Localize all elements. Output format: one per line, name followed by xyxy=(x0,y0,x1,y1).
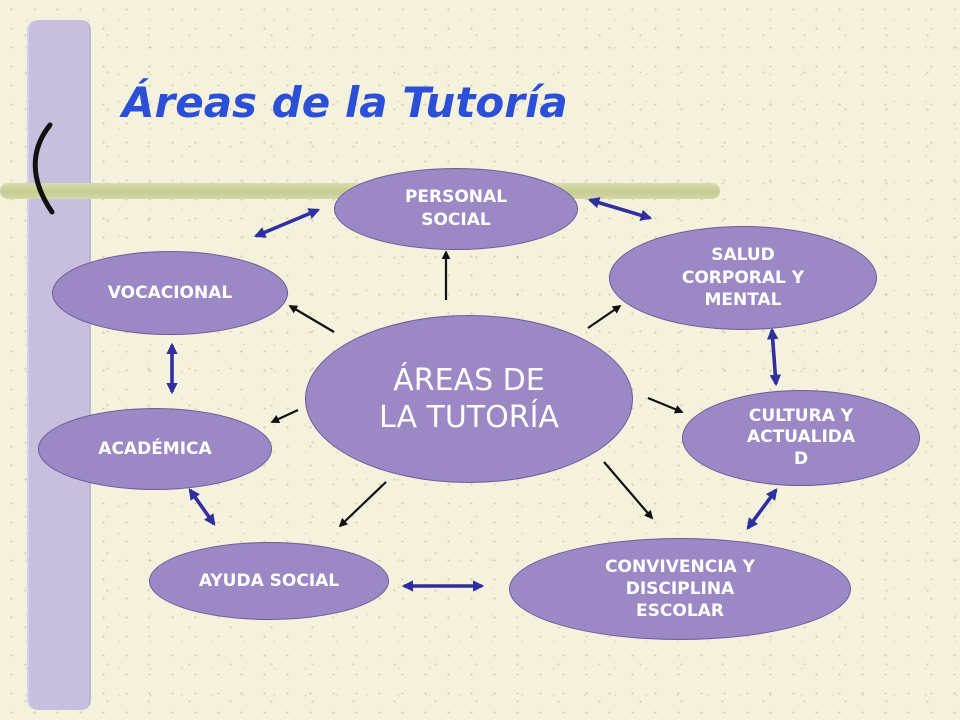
node-salud-corporal-mental: SALUD CORPORAL Y MENTAL xyxy=(609,226,877,330)
arrow-center-to-cultura xyxy=(647,396,684,414)
node-personal-social-label: PERSONAL SOCIAL xyxy=(404,187,508,230)
arrow-center-to-convivencia xyxy=(603,461,654,520)
arrow-salud-cultura xyxy=(766,327,782,387)
node-personal-social: PERSONAL SOCIAL xyxy=(334,168,578,250)
arrow-academica-ayuda xyxy=(188,488,216,526)
left-decor-bar xyxy=(27,20,91,710)
node-cultura-label: CULTURA Y ACTUALIDA D xyxy=(746,406,856,469)
node-ayuda-social: AYUDA SOCIAL xyxy=(149,542,389,620)
node-academica-label: ACADÉMICA xyxy=(98,438,212,459)
node-convivencia-disciplina: CONVIVENCIA Y DISCIPLINA ESCOLAR xyxy=(509,538,851,640)
arrow-personal-salud xyxy=(587,197,653,221)
arrow-center-to-vocacional xyxy=(288,305,335,333)
node-vocacional: VOCACIONAL xyxy=(52,251,288,335)
node-convivencia-label: CONVIVENCIA Y DISCIPLINA ESCOLAR xyxy=(605,556,755,622)
slide-title: Áreas de la Tutoría xyxy=(122,78,568,127)
arrow-center-to-academica xyxy=(270,409,299,424)
node-vocacional-label: VOCACIONAL xyxy=(107,282,233,303)
arrow-cultura-convivencia xyxy=(746,488,778,530)
arrow-center-to-ayuda xyxy=(338,481,387,528)
node-center-label: ÁREAS DE LA TUTORÍA xyxy=(379,362,559,436)
node-cultura-actualidad: CULTURA Y ACTUALIDA D xyxy=(682,390,920,486)
node-academica: ACADÉMICA xyxy=(38,408,272,490)
node-salud-label: SALUD CORPORAL Y MENTAL xyxy=(681,244,805,311)
node-center-areas-tutoria: ÁREAS DE LA TUTORÍA xyxy=(305,315,633,483)
node-ayuda-social-label: AYUDA SOCIAL xyxy=(198,570,340,591)
swoosh-decor xyxy=(32,122,55,215)
arrow-center-to-salud xyxy=(587,305,622,329)
arrow-vocacional-personal xyxy=(253,208,321,238)
